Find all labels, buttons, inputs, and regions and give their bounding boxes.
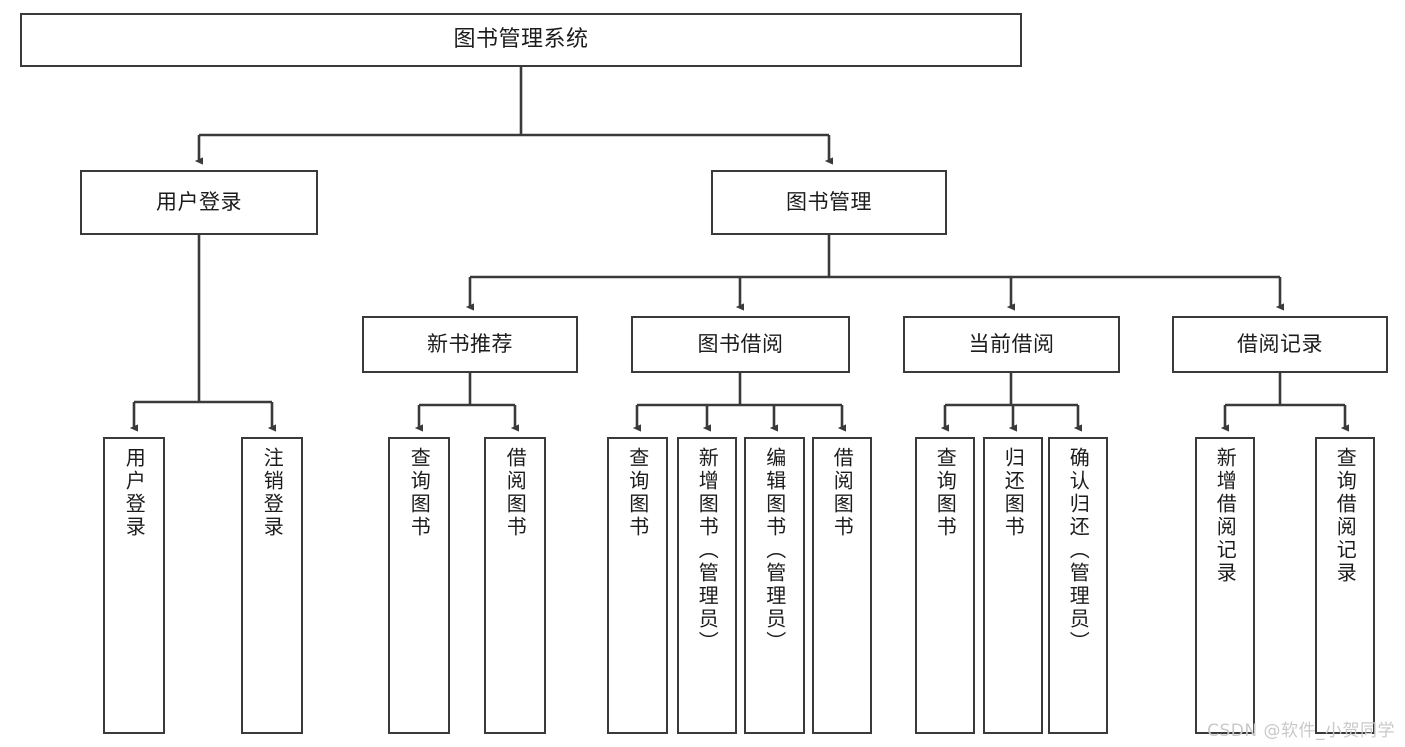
node-root-label: 图书管理系统	[453, 27, 589, 53]
leaf-current-borrow-2[interactable]: 确认归还（管理员）	[1048, 437, 1108, 734]
leaf-new-book-0[interactable]: 查询图书	[388, 437, 450, 734]
node-book-borrow[interactable]: 图书借阅	[631, 316, 850, 373]
leaf-label: 新增借阅记录	[1213, 447, 1238, 585]
node-current-borrow-label: 当前借阅	[968, 332, 1055, 357]
leaf-label: 查询借阅记录	[1333, 447, 1358, 585]
leaf-label: 新增图书（管理员）	[695, 447, 720, 654]
leaf-label: 注销登录	[260, 447, 285, 539]
watermark-text: CSDN @软件_小贺同学	[1207, 721, 1395, 741]
leaf-label: 查询图书	[933, 447, 958, 539]
leaf-borrow-record-0[interactable]: 新增借阅记录	[1195, 437, 1255, 734]
node-borrow-record-label: 借阅记录	[1237, 332, 1323, 357]
leaf-label: 借阅图书	[503, 447, 528, 539]
leaf-current-borrow-1[interactable]: 归还图书	[983, 437, 1043, 734]
leaf-label: 编辑图书（管理员）	[762, 447, 787, 654]
leaf-label: 归还图书	[1001, 447, 1026, 539]
leaf-label: 查询图书	[407, 447, 432, 539]
leaf-label: 用户登录	[122, 447, 147, 539]
leaf-new-book-1[interactable]: 借阅图书	[484, 437, 546, 734]
leaf-label: 借阅图书	[830, 447, 855, 539]
node-current-borrow[interactable]: 当前借阅	[903, 316, 1120, 373]
leaf-borrow-record-1[interactable]: 查询借阅记录	[1315, 437, 1375, 734]
leaf-user-login-1[interactable]: 注销登录	[241, 437, 303, 734]
node-book-borrow-label: 图书借阅	[697, 332, 784, 357]
node-book-management-label: 图书管理	[786, 190, 872, 215]
leaf-book-borrow-1[interactable]: 新增图书（管理员）	[677, 437, 737, 734]
leaf-book-borrow-0[interactable]: 查询图书	[607, 437, 668, 734]
node-new-book-recommend[interactable]: 新书推荐	[362, 316, 578, 373]
leaf-label: 确认归还（管理员）	[1066, 447, 1091, 654]
leaf-current-borrow-0[interactable]: 查询图书	[915, 437, 975, 734]
node-book-management[interactable]: 图书管理	[711, 170, 947, 235]
leaf-book-borrow-2[interactable]: 编辑图书（管理员）	[744, 437, 805, 734]
leaf-book-borrow-3[interactable]: 借阅图书	[812, 437, 872, 734]
node-user-login[interactable]: 用户登录	[80, 170, 318, 235]
leaf-user-login-0[interactable]: 用户登录	[103, 437, 165, 734]
node-user-login-label: 用户登录	[156, 190, 242, 215]
node-new-book-recommend-label: 新书推荐	[427, 332, 513, 357]
node-borrow-record[interactable]: 借阅记录	[1172, 316, 1388, 373]
leaf-label: 查询图书	[625, 447, 650, 539]
node-root[interactable]: 图书管理系统	[20, 13, 1022, 67]
